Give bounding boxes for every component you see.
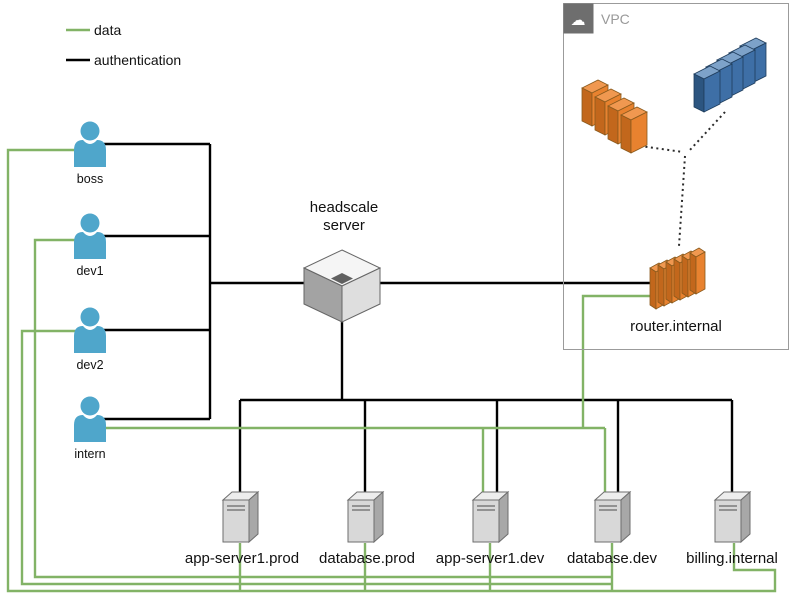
legend: data authentication [66,22,181,68]
router-label: router.internal [630,318,722,335]
router-internal-icon [649,247,706,310]
vpc-label: VPC [601,11,630,27]
server-shape [714,491,751,543]
server-icon-billing-internal [714,491,751,543]
vpc-header [563,3,594,34]
user-icon-dev2 [74,307,106,353]
headscale-label-line1: headscale [310,199,378,216]
server-label-database-dev: database.dev [567,550,658,567]
server-label-app-server1-prod: app-server1.prod [185,550,299,567]
server-icon-database-prod [347,491,384,543]
user-body [74,232,106,259]
cube-right-face [341,267,381,323]
vpc-box [563,3,789,350]
server-label-app-server1-dev: app-server1.dev [436,550,545,567]
legend-data-label: data [94,22,121,38]
blue-slab [693,65,721,113]
edge-data-dev1 [33,238,612,579]
cloud-icon: ☁ [571,12,586,29]
edge-data-boss [6,148,777,593]
user-label-dev1: dev1 [76,264,103,278]
server-label-billing-internal: billing.internal [686,550,778,567]
user-label-intern: intern [74,447,105,461]
user-icon-dev1 [74,213,106,259]
user-body [74,415,106,442]
server-label-database-prod: database.prod [319,550,415,567]
legend-auth-label: authentication [94,52,181,68]
edge-dotted-blue-stack [688,111,726,152]
user-head [80,307,100,327]
user-body [74,326,106,353]
auth-edges [104,142,734,494]
edge-dotted-orange-stack [639,145,684,153]
headscale-label-line2: server [323,217,365,234]
server-shape [594,491,631,543]
orange-instances-icon [581,79,648,154]
server-icon-database-dev [594,491,631,543]
orange-slab [620,106,648,154]
headscale-server-icon [302,249,382,323]
user-label-boss: boss [77,172,103,186]
user-body [74,140,106,167]
server-shape [222,491,259,543]
server-shape [472,491,509,543]
data-edges [6,148,777,593]
vpc-group: ☁ VPC [563,3,789,350]
server-icon-app-server1-prod [222,491,259,543]
user-head [80,121,100,141]
blue-instances-icon [693,37,767,113]
edge-dotted-to-router [678,155,686,247]
edge-data-router [581,294,652,427]
user-head [80,396,100,416]
cube-port-icon [331,273,353,284]
user-icon-boss [74,121,106,167]
vpc-dotted-edges [639,111,726,247]
user-icon-intern [74,396,106,442]
router-slat [689,247,706,295]
edge-data-dev2 [20,329,612,586]
server-shape [347,491,384,543]
server-icon-app-server1-dev [472,491,509,543]
user-head [80,213,100,233]
user-label-dev2: dev2 [76,358,103,372]
